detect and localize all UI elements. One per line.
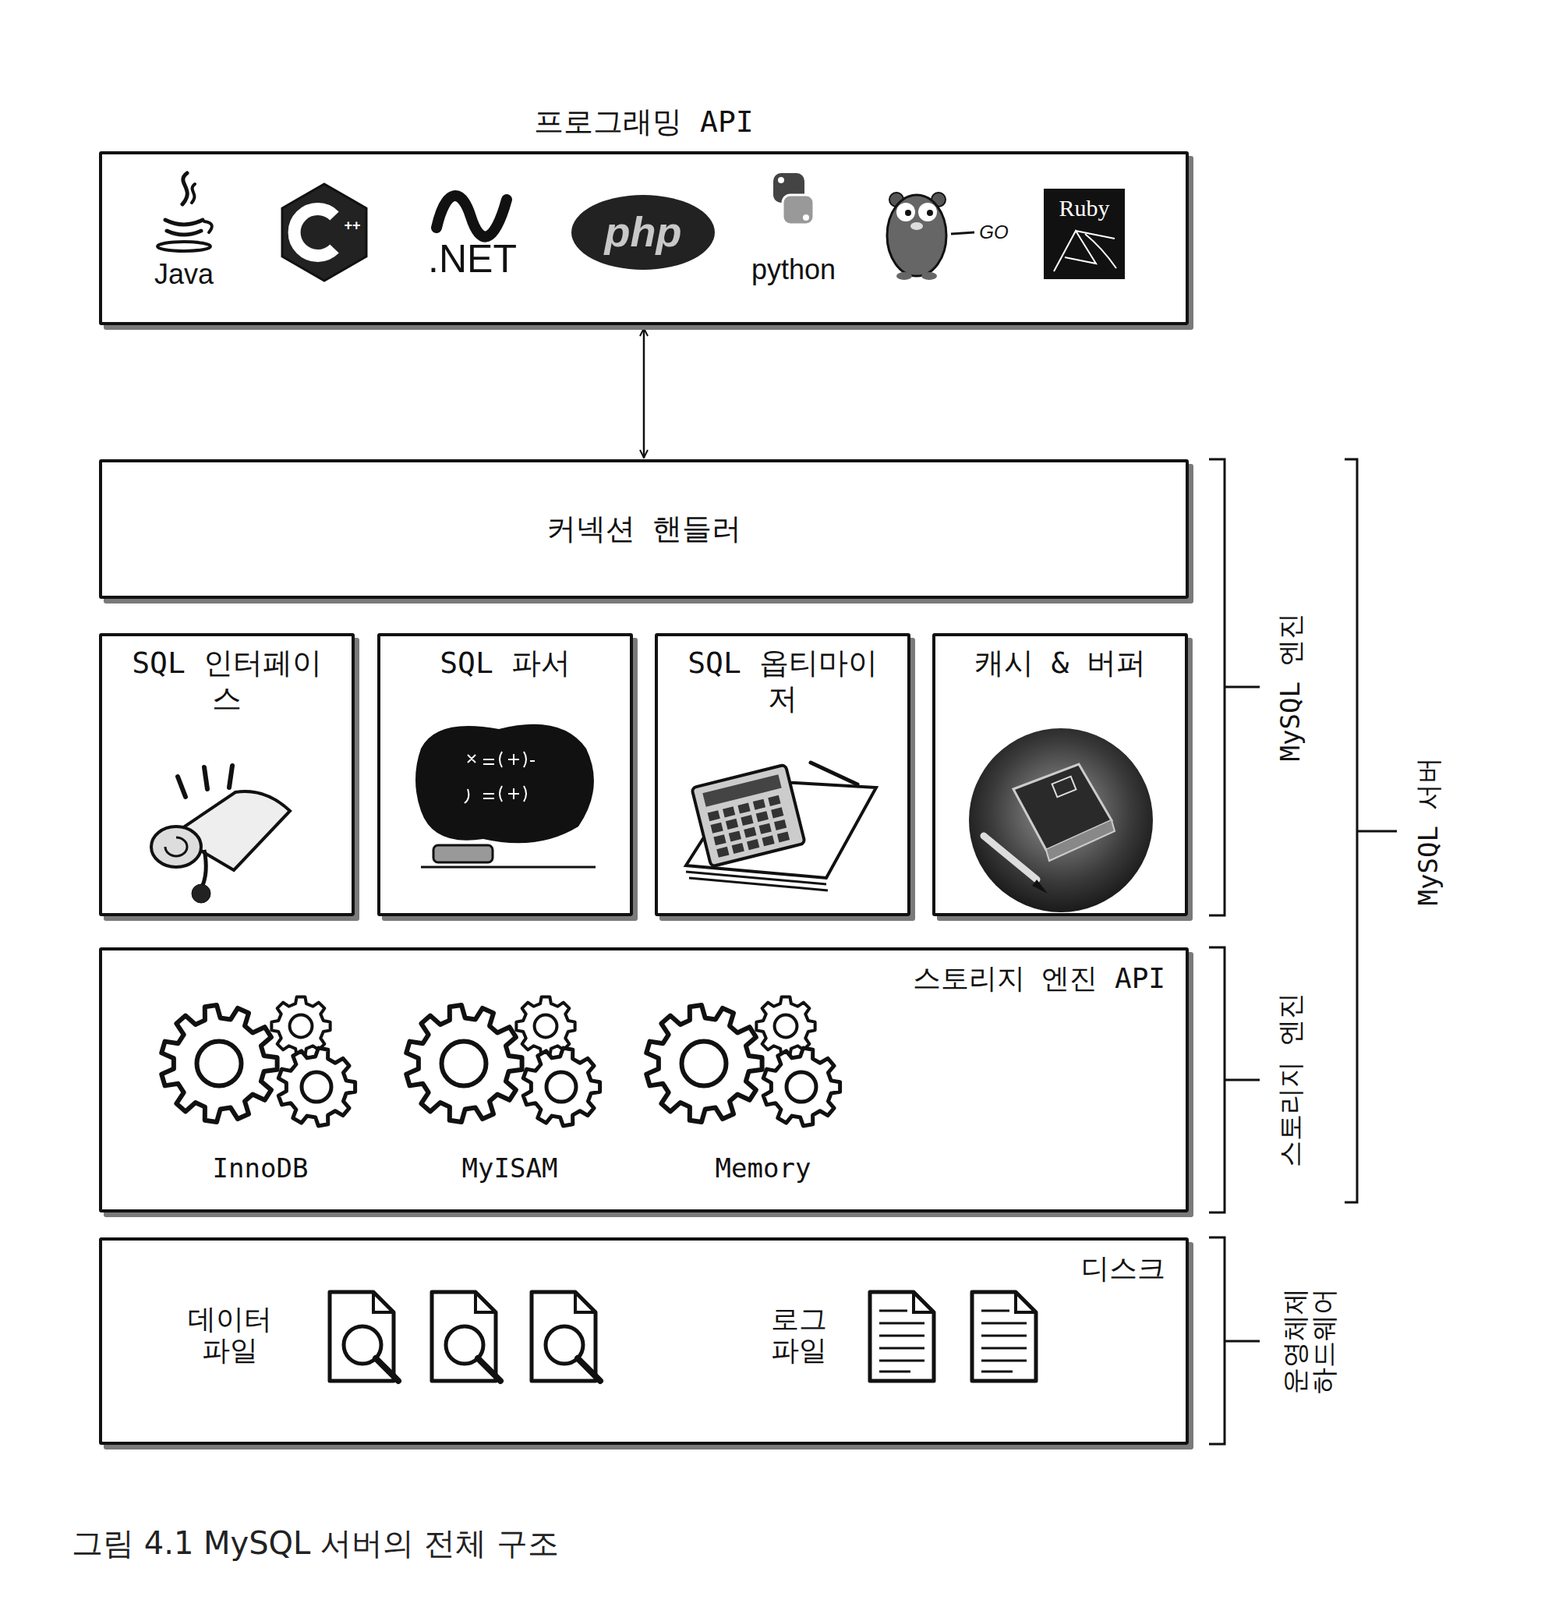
calculator-key [743,827,757,838]
calculator-key [713,834,726,845]
engine-name: InnoDB [212,1153,309,1183]
calculator-key [767,795,781,807]
calculator-key [759,823,772,835]
module-box: 캐시 & 버퍼 [932,632,1188,916]
gear [763,1047,840,1126]
logo-text: .NET [427,237,517,281]
java-logo [157,173,213,251]
file-label: 로그 파일 [756,1303,842,1365]
calculator-key [777,830,790,842]
file-label: 데이터 파일 [179,1303,281,1365]
calculator-key [752,798,766,810]
gear-hole [301,1071,332,1102]
engine-name: MyISAM [462,1153,559,1183]
logo-text: ++ [343,218,361,234]
php-logo [571,194,715,270]
node-label: SQL 인터페이스 [129,645,325,717]
calculator-key [774,819,787,831]
ruby-logo [1043,188,1125,280]
gear-hole [441,1041,487,1086]
logo-text: python [751,254,836,286]
calculator-key [740,814,753,826]
logo-text: Java [154,258,214,290]
calculator-key [716,846,729,858]
layer-box: 커넥션 핸들러 [98,459,1189,599]
bracket-label: 스토리지 엔진 [1276,992,1305,1167]
node-label: 디스크 [1081,1251,1166,1285]
gear-icons [161,996,840,1126]
calculator-key [756,810,769,822]
connector-arrow [643,328,646,458]
node-label: SQL 옵티마이저 [685,645,881,717]
gear [278,1047,355,1126]
gear [523,1047,600,1126]
scroll-illustration [151,765,290,903]
dotnet-logo [436,195,507,237]
bracket-label: MySQL 서버 [1414,756,1443,906]
calculator-key [728,830,742,842]
bracket-label: 운영체제 하드웨어 [1280,1274,1340,1407]
layer-brackets [1209,459,1397,1444]
calculator-key [746,838,760,850]
gear [406,1004,522,1122]
calculator-illustration [685,762,877,891]
book-illustration [968,728,1153,913]
logo-text: GO [979,222,1008,243]
go-gopher [887,192,975,280]
module-box: SQL 인터페이스 [98,632,355,916]
calculator-key [722,806,736,817]
cpp-logo [282,183,367,281]
python-logo [773,173,814,225]
gear-hole [682,1041,727,1086]
calculator-key [737,802,750,814]
chalkboard-illustration [415,724,596,867]
node-label: 프로그래밍 API [533,104,754,141]
module-box: SQL 파서 [377,632,633,916]
calculator-key [725,818,739,830]
node-label: SQL 파서 [439,645,571,682]
gear-hole [546,1071,577,1102]
gear-hole [786,1071,817,1102]
engine-name: Memory [715,1153,812,1183]
logo-text: Ruby [1058,194,1110,221]
gear-hole [289,1014,313,1038]
gear-hole [534,1014,558,1038]
calculator-key [770,806,784,818]
layer-box: 디스크 [98,1237,1189,1445]
calculator-key [707,809,721,821]
logo-text: php [604,208,683,255]
bracket-label: MySQL 엔진 [1276,612,1305,762]
log-file-icons [869,1291,1036,1381]
node-label: 커넥션 핸들러 [546,511,743,548]
calculator-key [710,822,723,834]
figure-caption: 그림 4.1 MySQL 서버의 전체 구조 [71,1521,559,1565]
gear [161,1004,277,1122]
module-box: SQL 옵티마이저 [654,632,911,916]
gear-hole [197,1041,242,1086]
node-label: 캐시 & 버퍼 [974,645,1147,682]
data-file-icons [329,1291,601,1381]
gear [646,1004,762,1122]
calculator-key [731,842,745,854]
calculator-key [761,834,775,846]
gear-hole [774,1014,798,1038]
node-label: 스토리지 엔진 API [912,961,1166,995]
